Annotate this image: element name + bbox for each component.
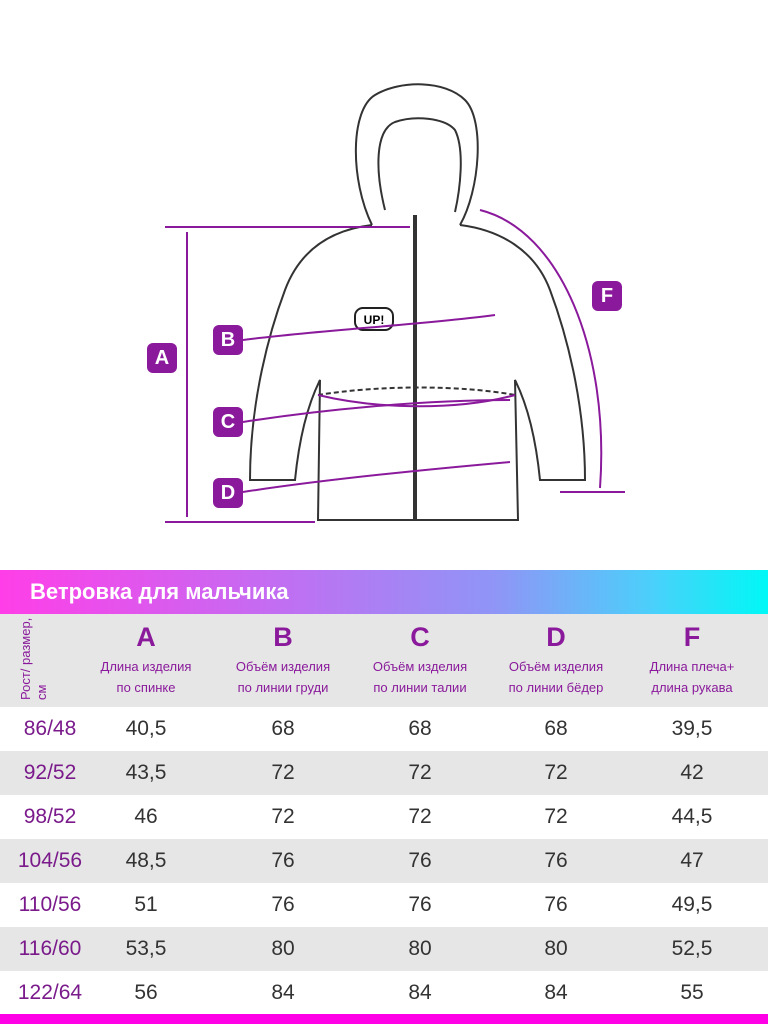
label-C: C bbox=[213, 407, 243, 437]
value-cell: 76 bbox=[408, 893, 432, 916]
size-cell: 98/52 bbox=[23, 805, 77, 828]
table-row: 92/52 43,5 72 72 72 42 bbox=[0, 751, 768, 795]
table-header: A Длина изделия по спинке B Объём изделия по… bbox=[0, 614, 768, 707]
size-cell: 92/52 bbox=[23, 761, 77, 784]
table-row: 122/64 56 84 84 84 55 bbox=[0, 971, 768, 1015]
jacket-outline bbox=[248, 83, 587, 521]
value-cell: 72 bbox=[544, 761, 568, 784]
value-cell: 84 bbox=[271, 981, 295, 1004]
column-desc: Объём изделия bbox=[372, 659, 468, 674]
size-cell: 104/56 bbox=[17, 849, 83, 872]
column-D: D Объём изделия по линии бёдер bbox=[488, 614, 624, 698]
label-A: A bbox=[147, 343, 177, 373]
column-letter: A bbox=[136, 622, 156, 652]
column-letter: B bbox=[273, 622, 293, 652]
logo-patch bbox=[354, 307, 394, 331]
table-row: 98/52 46 72 72 72 44,5 bbox=[0, 795, 768, 839]
column-letter: F bbox=[683, 622, 701, 652]
value-cell: 46 bbox=[134, 805, 158, 828]
column-B: B Объём изделия по линии груди bbox=[215, 614, 351, 698]
column-letter: D bbox=[546, 622, 566, 652]
label-D: D bbox=[213, 478, 243, 508]
measure-lines bbox=[165, 209, 625, 523]
value-cell: 53,5 bbox=[125, 937, 167, 960]
value-cell: 68 bbox=[408, 717, 432, 740]
column-desc: по линии груди bbox=[237, 680, 329, 695]
value-cell: 72 bbox=[544, 805, 568, 828]
value-cell: 68 bbox=[544, 717, 568, 740]
table-row: 110/56 51 76 76 76 49,5 bbox=[0, 883, 768, 927]
value-cell: 80 bbox=[408, 937, 432, 960]
value-cell: 72 bbox=[271, 805, 295, 828]
column-desc: Длина плеча+ bbox=[649, 659, 735, 674]
value-cell: 49,5 bbox=[671, 893, 713, 916]
value-cell: 44,5 bbox=[671, 805, 713, 828]
value-cell: 52,5 bbox=[671, 937, 713, 960]
value-cell: 76 bbox=[271, 893, 295, 916]
logo-text: UP! bbox=[364, 313, 385, 327]
value-cell: 80 bbox=[544, 937, 568, 960]
value-cell: 43,5 bbox=[125, 761, 167, 784]
size-cell: 110/56 bbox=[18, 893, 82, 916]
value-cell: 42 bbox=[680, 761, 704, 784]
column-desc: по линии талии bbox=[373, 680, 467, 695]
value-cell: 51 bbox=[134, 893, 158, 916]
value-cell: 84 bbox=[544, 981, 568, 1004]
value-cell: 48,5 bbox=[125, 849, 167, 872]
table-row: 104/56 48,5 76 76 76 47 bbox=[0, 839, 768, 883]
value-cell: 80 bbox=[271, 937, 295, 960]
value-cell: 47 bbox=[680, 849, 704, 872]
value-cell: 76 bbox=[271, 849, 295, 872]
column-F: F Длина плеча+ длина рукава bbox=[624, 614, 760, 698]
column-letter: C bbox=[410, 622, 430, 652]
label-F: F bbox=[592, 281, 622, 311]
table-row: 116/60 53,5 80 80 80 52,5 bbox=[0, 927, 768, 971]
column-desc: Объём изделия bbox=[235, 659, 331, 674]
row-header: Рост/ размер, см bbox=[18, 617, 49, 700]
size-cell: 122/64 bbox=[17, 981, 83, 1004]
jacket-diagram: UP! bbox=[165, 83, 625, 523]
value-cell: 72 bbox=[408, 805, 432, 828]
size-cell: 86/48 bbox=[23, 717, 77, 740]
value-cell: 39,5 bbox=[671, 717, 713, 740]
value-cell: 76 bbox=[544, 849, 568, 872]
size-cell: 116/60 bbox=[18, 937, 82, 960]
column-desc: Объём изделия bbox=[508, 659, 604, 674]
value-cell: 40,5 bbox=[125, 717, 167, 740]
title-band: Ветровка для мальчика bbox=[0, 570, 768, 614]
value-cell: 56 bbox=[134, 981, 158, 1004]
value-cell: 76 bbox=[544, 893, 568, 916]
value-cell: 84 bbox=[408, 981, 432, 1004]
table-row: 86/48 40,5 68 68 68 39,5 bbox=[0, 707, 768, 751]
bottom-bar bbox=[0, 1014, 768, 1024]
value-cell: 72 bbox=[408, 761, 432, 784]
column-desc: длина рукава bbox=[651, 680, 733, 695]
column-A: A Длина изделия по спинке bbox=[78, 614, 214, 698]
label-B: B bbox=[213, 325, 243, 355]
value-cell: 76 bbox=[408, 849, 432, 872]
value-cell: 55 bbox=[680, 981, 704, 1004]
column-desc: Длина изделия bbox=[100, 659, 192, 674]
column-desc: по линии бёдер bbox=[508, 680, 604, 695]
product-title: Ветровка для мальчика bbox=[30, 579, 289, 604]
column-desc: по спинке bbox=[116, 680, 176, 695]
value-cell: 72 bbox=[271, 761, 295, 784]
value-cell: 68 bbox=[271, 717, 295, 740]
column-C: C Объём изделия по линии талии bbox=[352, 614, 488, 698]
